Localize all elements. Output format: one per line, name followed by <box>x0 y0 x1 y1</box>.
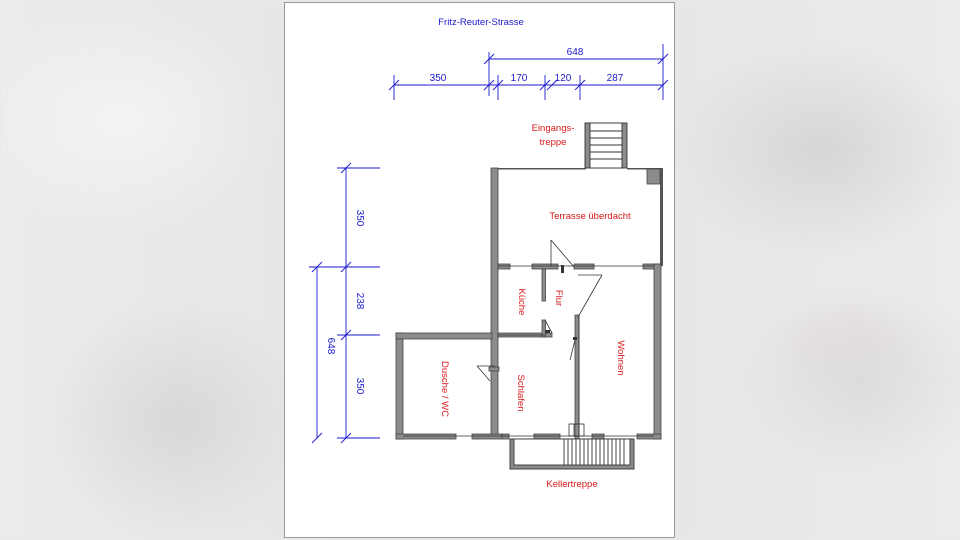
label-eingangstreppe-1: Eingangs- <box>532 123 575 134</box>
dim-top-total: 648 <box>567 47 584 58</box>
label-kellertreppe: Kellertreppe <box>546 479 597 490</box>
dim-left-total: 648 <box>325 338 336 355</box>
dim-top-c: 287 <box>607 73 624 84</box>
label-schlafen: Schlafen <box>515 375 526 412</box>
dim-top-a: 170 <box>511 73 528 84</box>
label-flur: Flur <box>553 290 564 306</box>
label-dusche-wc: Dusche / WC <box>439 361 450 417</box>
top-dimension-lines <box>388 44 669 100</box>
entrance-stairs <box>584 122 628 169</box>
door-markers <box>545 265 585 437</box>
interior-lines <box>403 239 654 437</box>
label-wohnen: Wohnen <box>615 340 626 375</box>
dim-left-b: 238 <box>354 293 365 310</box>
left-dimension-lines <box>309 162 380 444</box>
dim-top-left: 350 <box>430 73 447 84</box>
walls <box>395 167 663 440</box>
dim-top-b: 120 <box>555 73 572 84</box>
street-label: Fritz-Reuter-Strasse <box>438 17 524 28</box>
label-eingangstreppe-2: treppe <box>540 137 567 148</box>
dim-left-c: 350 <box>354 378 365 395</box>
basement-stairs <box>509 438 635 470</box>
label-terrasse: Terrasse überdacht <box>549 211 631 222</box>
dim-left-a: 350 <box>354 210 365 227</box>
label-kueche: Küche <box>516 289 527 316</box>
